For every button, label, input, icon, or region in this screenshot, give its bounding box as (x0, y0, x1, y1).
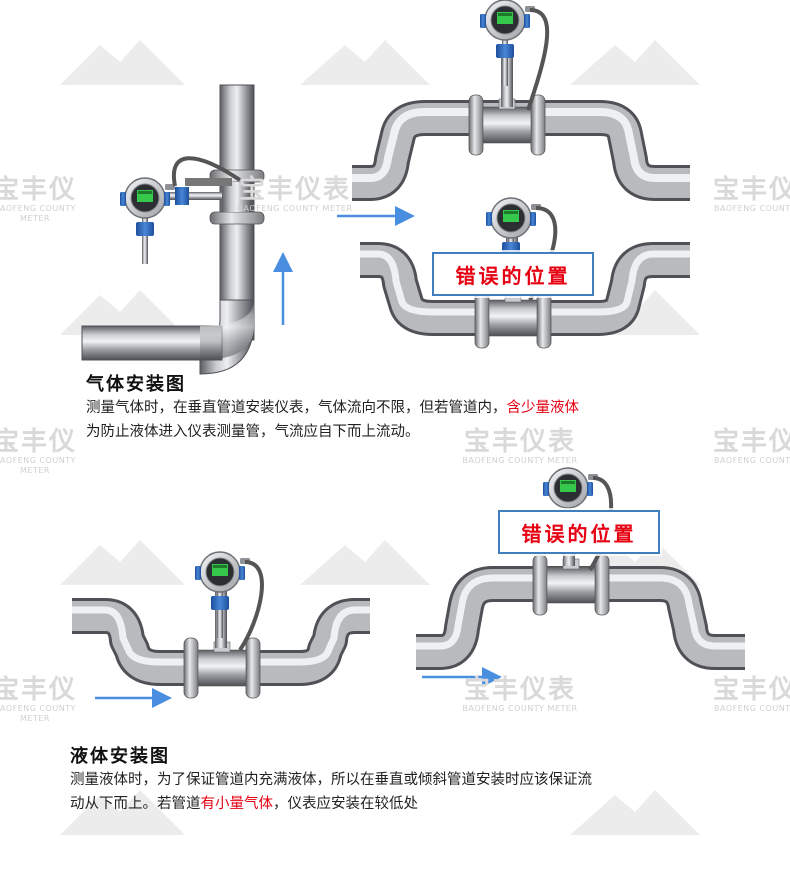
liquid-text-line-2a: 动从下而上。若管道 (70, 796, 201, 812)
liquid-u-pipe-system (72, 551, 373, 699)
liquid-text-line-1: 测量液体时，为了保证管道内充满液体，所以在垂直或倾斜管道安装时应该保证流 (70, 772, 592, 788)
gas-section-title: 气体安装图 (86, 374, 186, 395)
wrong-position-label-gas: 错误的位置 (432, 252, 594, 296)
gas-section-text: 测量气体时，在垂直管道安装仪表，气体流向不限，但若管道内，含少量液体 为防止液体… (86, 396, 776, 444)
liquid-text-line-2b: ，仪表应安装在较低处 (273, 796, 418, 812)
liquid-section-text: 测量液体时，为了保证管道内充满液体，所以在垂直或倾斜管道安装时应该保证流 动从下… (70, 768, 770, 816)
gas-text-line-2: 为防止液体进入仪表测量管，气流应自下而上流动。 (86, 424, 420, 440)
wrong-position-text: 错误的位置 (455, 263, 571, 288)
liquid-text-highlight: 有小量气体 (200, 796, 274, 812)
liquid-section-title: 液体安装图 (70, 746, 170, 767)
gas-top-pipe-system (352, 0, 690, 201)
gas-text-highlight: 含少量液体 (506, 400, 580, 416)
wrong-position-text: 错误的位置 (521, 521, 637, 546)
gas-text-line-1: 测量气体时，在垂直管道安装仪表，气体流向不限，但若管道内， (86, 400, 507, 416)
liquid-wrong-top-pipe-system (416, 467, 745, 670)
wrong-position-label-liquid: 错误的位置 (498, 510, 660, 554)
gas-vertical-pipe-system (81, 84, 265, 375)
